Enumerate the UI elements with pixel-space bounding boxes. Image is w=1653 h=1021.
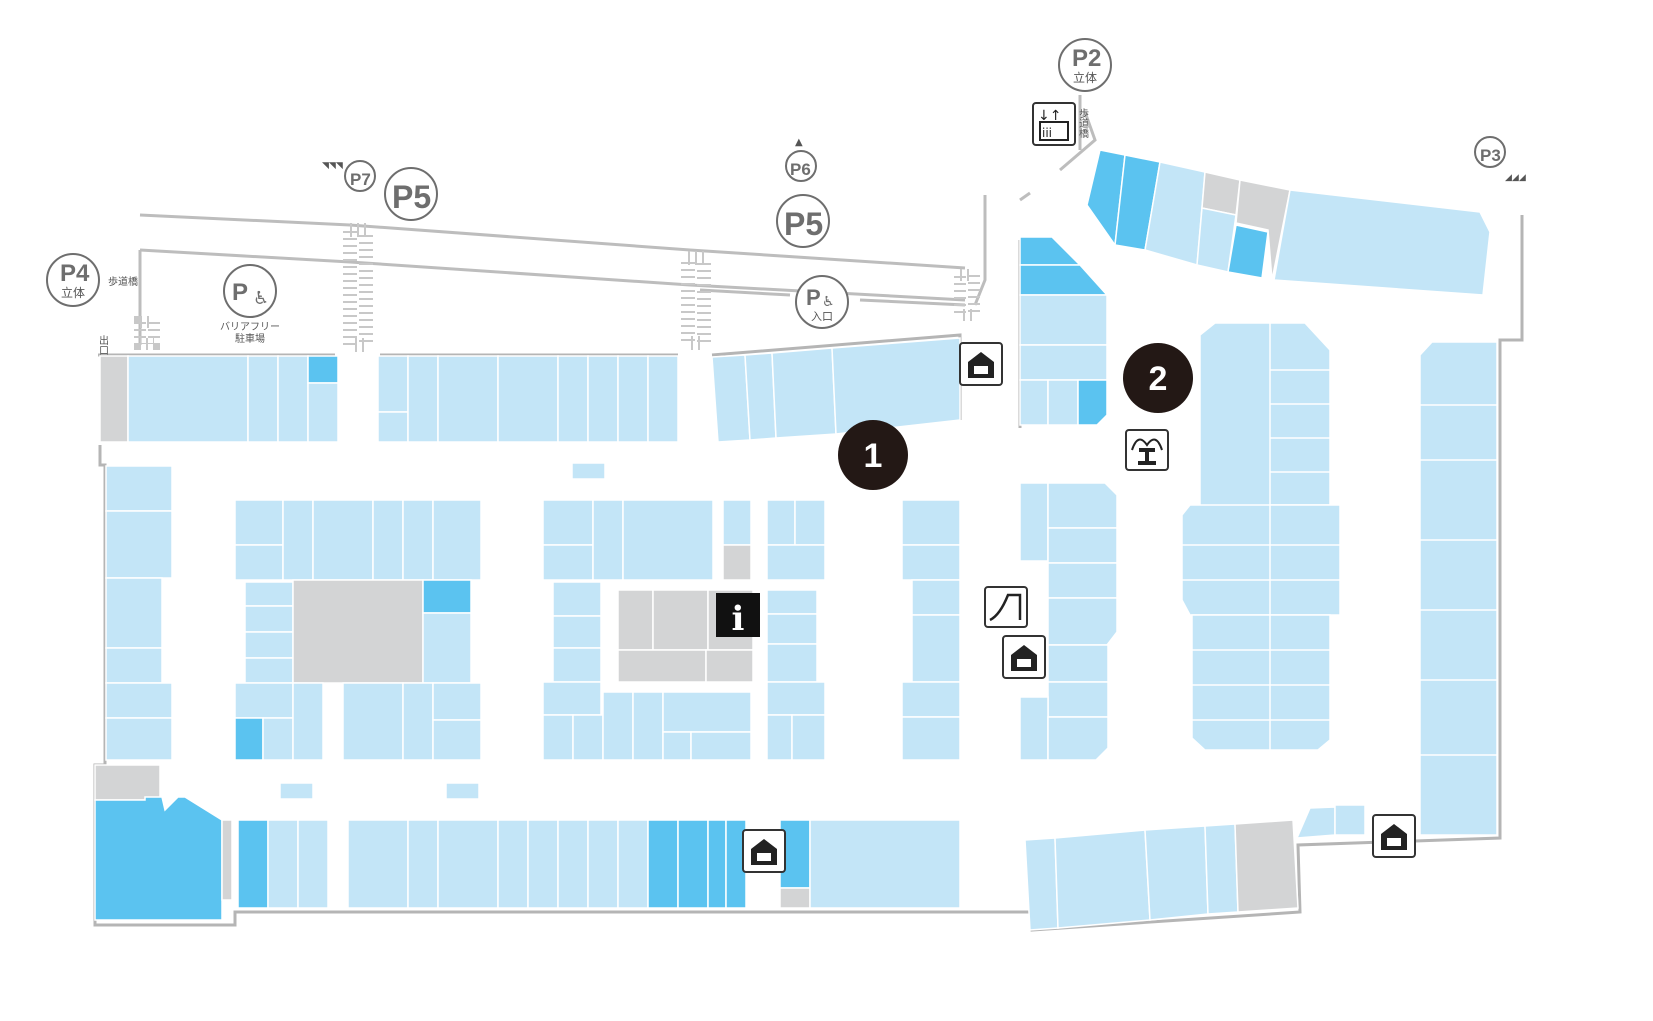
parking-p7[interactable]: ◥◥◥ P7 <box>322 160 376 192</box>
zone-1-marker[interactable]: 1 <box>838 420 908 490</box>
shop-block-east <box>1019 236 1118 761</box>
svg-text:i: i <box>732 599 745 639</box>
parking-accessible-entrance[interactable]: P ♿ 入口 <box>795 275 849 329</box>
shop-entrance-icon[interactable] <box>742 829 786 873</box>
svg-text:P5: P5 <box>784 206 823 242</box>
svg-text:P5: P5 <box>392 179 431 215</box>
shop-column-far-east <box>1419 341 1498 836</box>
parking-p3[interactable]: P3 ◢◢◢ <box>1474 136 1526 183</box>
svg-text:ііі: ііі <box>1042 126 1052 140</box>
footbridge-label: 歩道橋 <box>1077 107 1089 139</box>
shop-block-center-right <box>901 499 961 761</box>
parking-p4[interactable]: P4 立体 <box>46 253 100 307</box>
information-icon[interactable]: i <box>716 593 760 639</box>
svg-text:立体: 立体 <box>1073 70 1097 85</box>
svg-text:立体: 立体 <box>61 285 85 300</box>
shop-entrance-icon[interactable] <box>1372 814 1416 858</box>
shop-block-top-left <box>99 355 339 443</box>
shop-block-east-center <box>1181 322 1341 751</box>
fountain-icon[interactable] <box>1125 429 1169 471</box>
shop-block-northeast <box>1086 149 1491 296</box>
wheelchair-icon: ♿ <box>253 288 269 309</box>
parking-p6[interactable]: ▲ P6 <box>785 137 817 182</box>
shop-block-center-left <box>234 499 482 761</box>
shop-entrance-icon[interactable] <box>1002 635 1046 679</box>
footbridge-label: 歩道橋 <box>108 275 138 288</box>
parking-p2[interactable]: P2 立体 <box>1058 38 1112 92</box>
svg-text:駐車場: 駐車場 <box>235 332 265 345</box>
svg-text:P4: P4 <box>60 260 90 287</box>
arrow-up-icon: ▲ <box>795 137 803 148</box>
svg-text:↓↑: ↓↑ <box>1038 108 1061 124</box>
svg-text:P6: P6 <box>790 160 811 179</box>
svg-text:バリアフリー: バリアフリー <box>220 321 280 333</box>
svg-text:1: 1 <box>864 437 883 475</box>
svg-text:P7: P7 <box>350 170 371 189</box>
svg-text:P3: P3 <box>1480 146 1501 165</box>
zone-2-marker[interactable]: 2 <box>1123 343 1193 413</box>
parking-p5-left[interactable]: P5 <box>384 167 438 221</box>
parking-roads <box>138 95 1097 345</box>
svg-text:P: P <box>232 279 248 306</box>
shop-column-left <box>94 465 223 921</box>
shop-block-top-right <box>711 337 961 443</box>
elevator-icon[interactable]: ↓↑ ііі <box>1032 102 1076 146</box>
shop-entrance-icon[interactable] <box>959 342 1003 386</box>
exit-label: 出口 <box>97 334 108 355</box>
svg-text:2: 2 <box>1149 360 1168 398</box>
arrow-icon: ◢◢◢ <box>1505 173 1526 183</box>
arrow-icon: ◥◥◥ <box>322 161 343 171</box>
shop-block-southeast <box>1024 804 1366 931</box>
shop-block-top-middle <box>377 355 679 443</box>
svg-text:P2: P2 <box>1072 45 1101 72</box>
slide-icon[interactable] <box>984 586 1028 628</box>
parking-accessible[interactable]: P ♿ バリアフリー 駐車場 <box>220 264 280 345</box>
svg-text:P: P <box>806 285 821 310</box>
shop-block-center <box>542 462 826 761</box>
shop-row-bottom <box>221 782 961 909</box>
stairs <box>134 223 980 352</box>
svg-text:入口: 入口 <box>811 310 833 323</box>
parking-p5-right[interactable]: P5 <box>776 194 830 248</box>
wheelchair-icon: ♿ <box>822 294 835 310</box>
